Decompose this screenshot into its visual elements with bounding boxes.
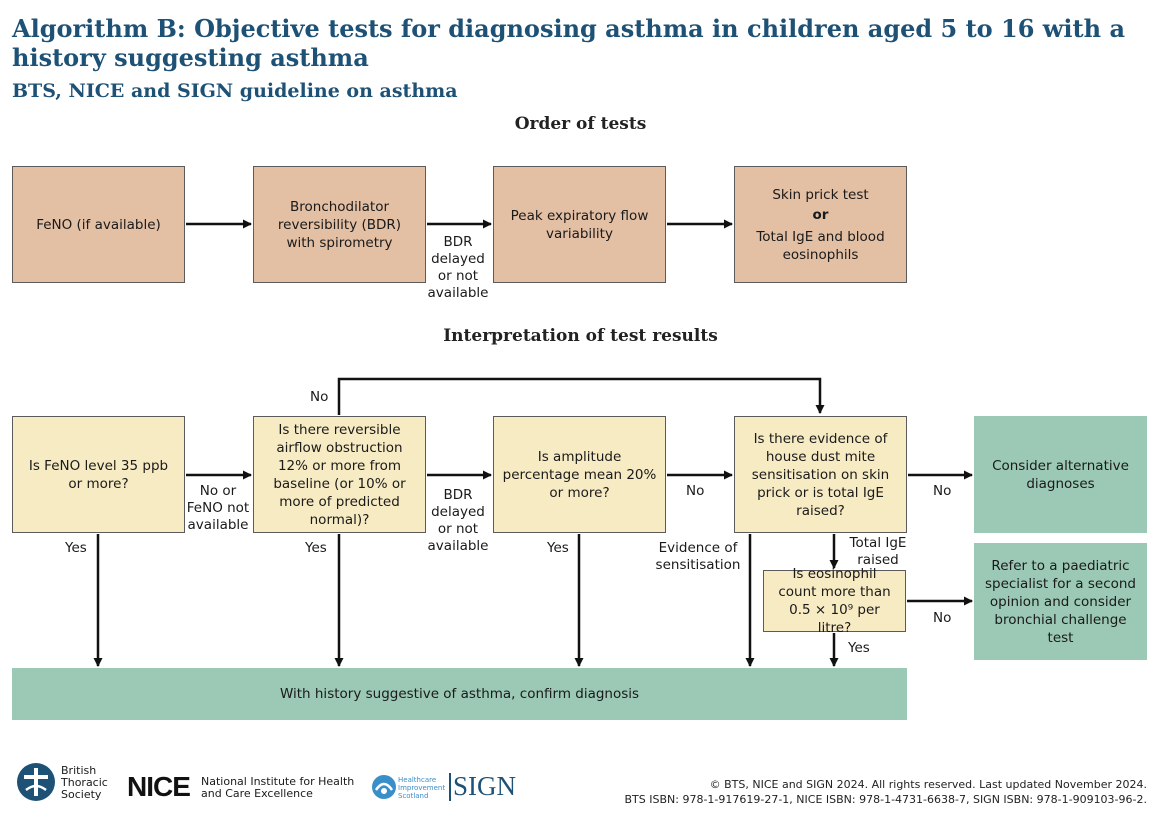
nice-logo-text: National Institute for Health and Care E… bbox=[201, 775, 355, 800]
bts-logo-icon bbox=[17, 763, 55, 801]
label-no-amplitude: No bbox=[686, 483, 705, 499]
arrow-airflow-no-loop bbox=[337, 377, 825, 415]
label-evidence-sensitisation: Evidence of sensitisation bbox=[655, 540, 741, 573]
page-subtitle: BTS, NICE and SIGN guideline on asthma bbox=[12, 80, 458, 102]
refer-specialist-box: Refer to a paediatric specialist for a s… bbox=[974, 543, 1147, 660]
confirm-diagnosis-box: With history suggestive of asthma, confi… bbox=[12, 668, 907, 720]
nice-logo-mark: NICE bbox=[127, 771, 191, 802]
label-no-eos: No bbox=[933, 610, 952, 626]
label-yes-amplitude: Yes bbox=[547, 540, 569, 556]
skin-prick-test-box: Skin prick test or Total IgE and blood e… bbox=[734, 166, 907, 283]
interpretation-heading: Interpretation of test results bbox=[443, 326, 718, 346]
label-no-or-feno: No or FeNO not available bbox=[186, 483, 250, 533]
logo-divider bbox=[449, 773, 451, 801]
footer-line-1: © BTS, NICE and SIGN 2024. All rights re… bbox=[709, 778, 1147, 791]
label-total-ige-raised: Total IgE raised bbox=[849, 535, 907, 568]
page-title: Algorithm B: Objective tests for diagnos… bbox=[12, 14, 1125, 72]
copyright-footer: © BTS, NICE and SIGN 2024. All rights re… bbox=[625, 777, 1148, 807]
dust-mite-question-box: Is there evidence of house dust mite sen… bbox=[734, 416, 907, 533]
feno-question-box: Is FeNO level 35 ppb or more? bbox=[12, 416, 185, 533]
feno-test-box: FeNO (if available) bbox=[12, 166, 185, 283]
order-bdr-delayed-label: BDR delayed or not available bbox=[427, 234, 489, 301]
eosinophil-question-box: Is eosinophil count more than 0.5 × 10⁹ … bbox=[763, 566, 906, 636]
his-logo-text: Healthcare Improvement Scotland bbox=[398, 776, 446, 800]
alternative-diagnoses-box: Consider alternative diagnoses bbox=[974, 416, 1147, 533]
label-yes-feno: Yes bbox=[65, 540, 87, 556]
label-yes-eos: Yes bbox=[848, 640, 870, 656]
bts-logo-text: British Thoracic Society bbox=[61, 764, 108, 801]
pef-test-box: Peak expiratory flow variability bbox=[493, 166, 666, 283]
label-no-dust: No bbox=[933, 483, 952, 499]
his-logo-icon bbox=[372, 775, 396, 799]
label-no-loop: No bbox=[310, 389, 329, 405]
order-of-tests-heading: Order of tests bbox=[514, 114, 647, 134]
footer-line-2: BTS ISBN: 978-1-917619-27-1, NICE ISBN: … bbox=[624, 793, 1148, 806]
label-yes-airflow: Yes bbox=[305, 540, 327, 556]
airflow-question-box: Is there reversible airflow obstruction … bbox=[253, 416, 426, 533]
amplitude-question-box: Is amplitude percentage mean 20% or more… bbox=[493, 416, 666, 533]
label-bdr-delayed: BDR delayed or not available bbox=[427, 487, 489, 554]
bdr-test-box: Bronchodilator reversibility (BDR) with … bbox=[253, 166, 426, 283]
sign-logo-mark: SIGN bbox=[453, 771, 517, 801]
